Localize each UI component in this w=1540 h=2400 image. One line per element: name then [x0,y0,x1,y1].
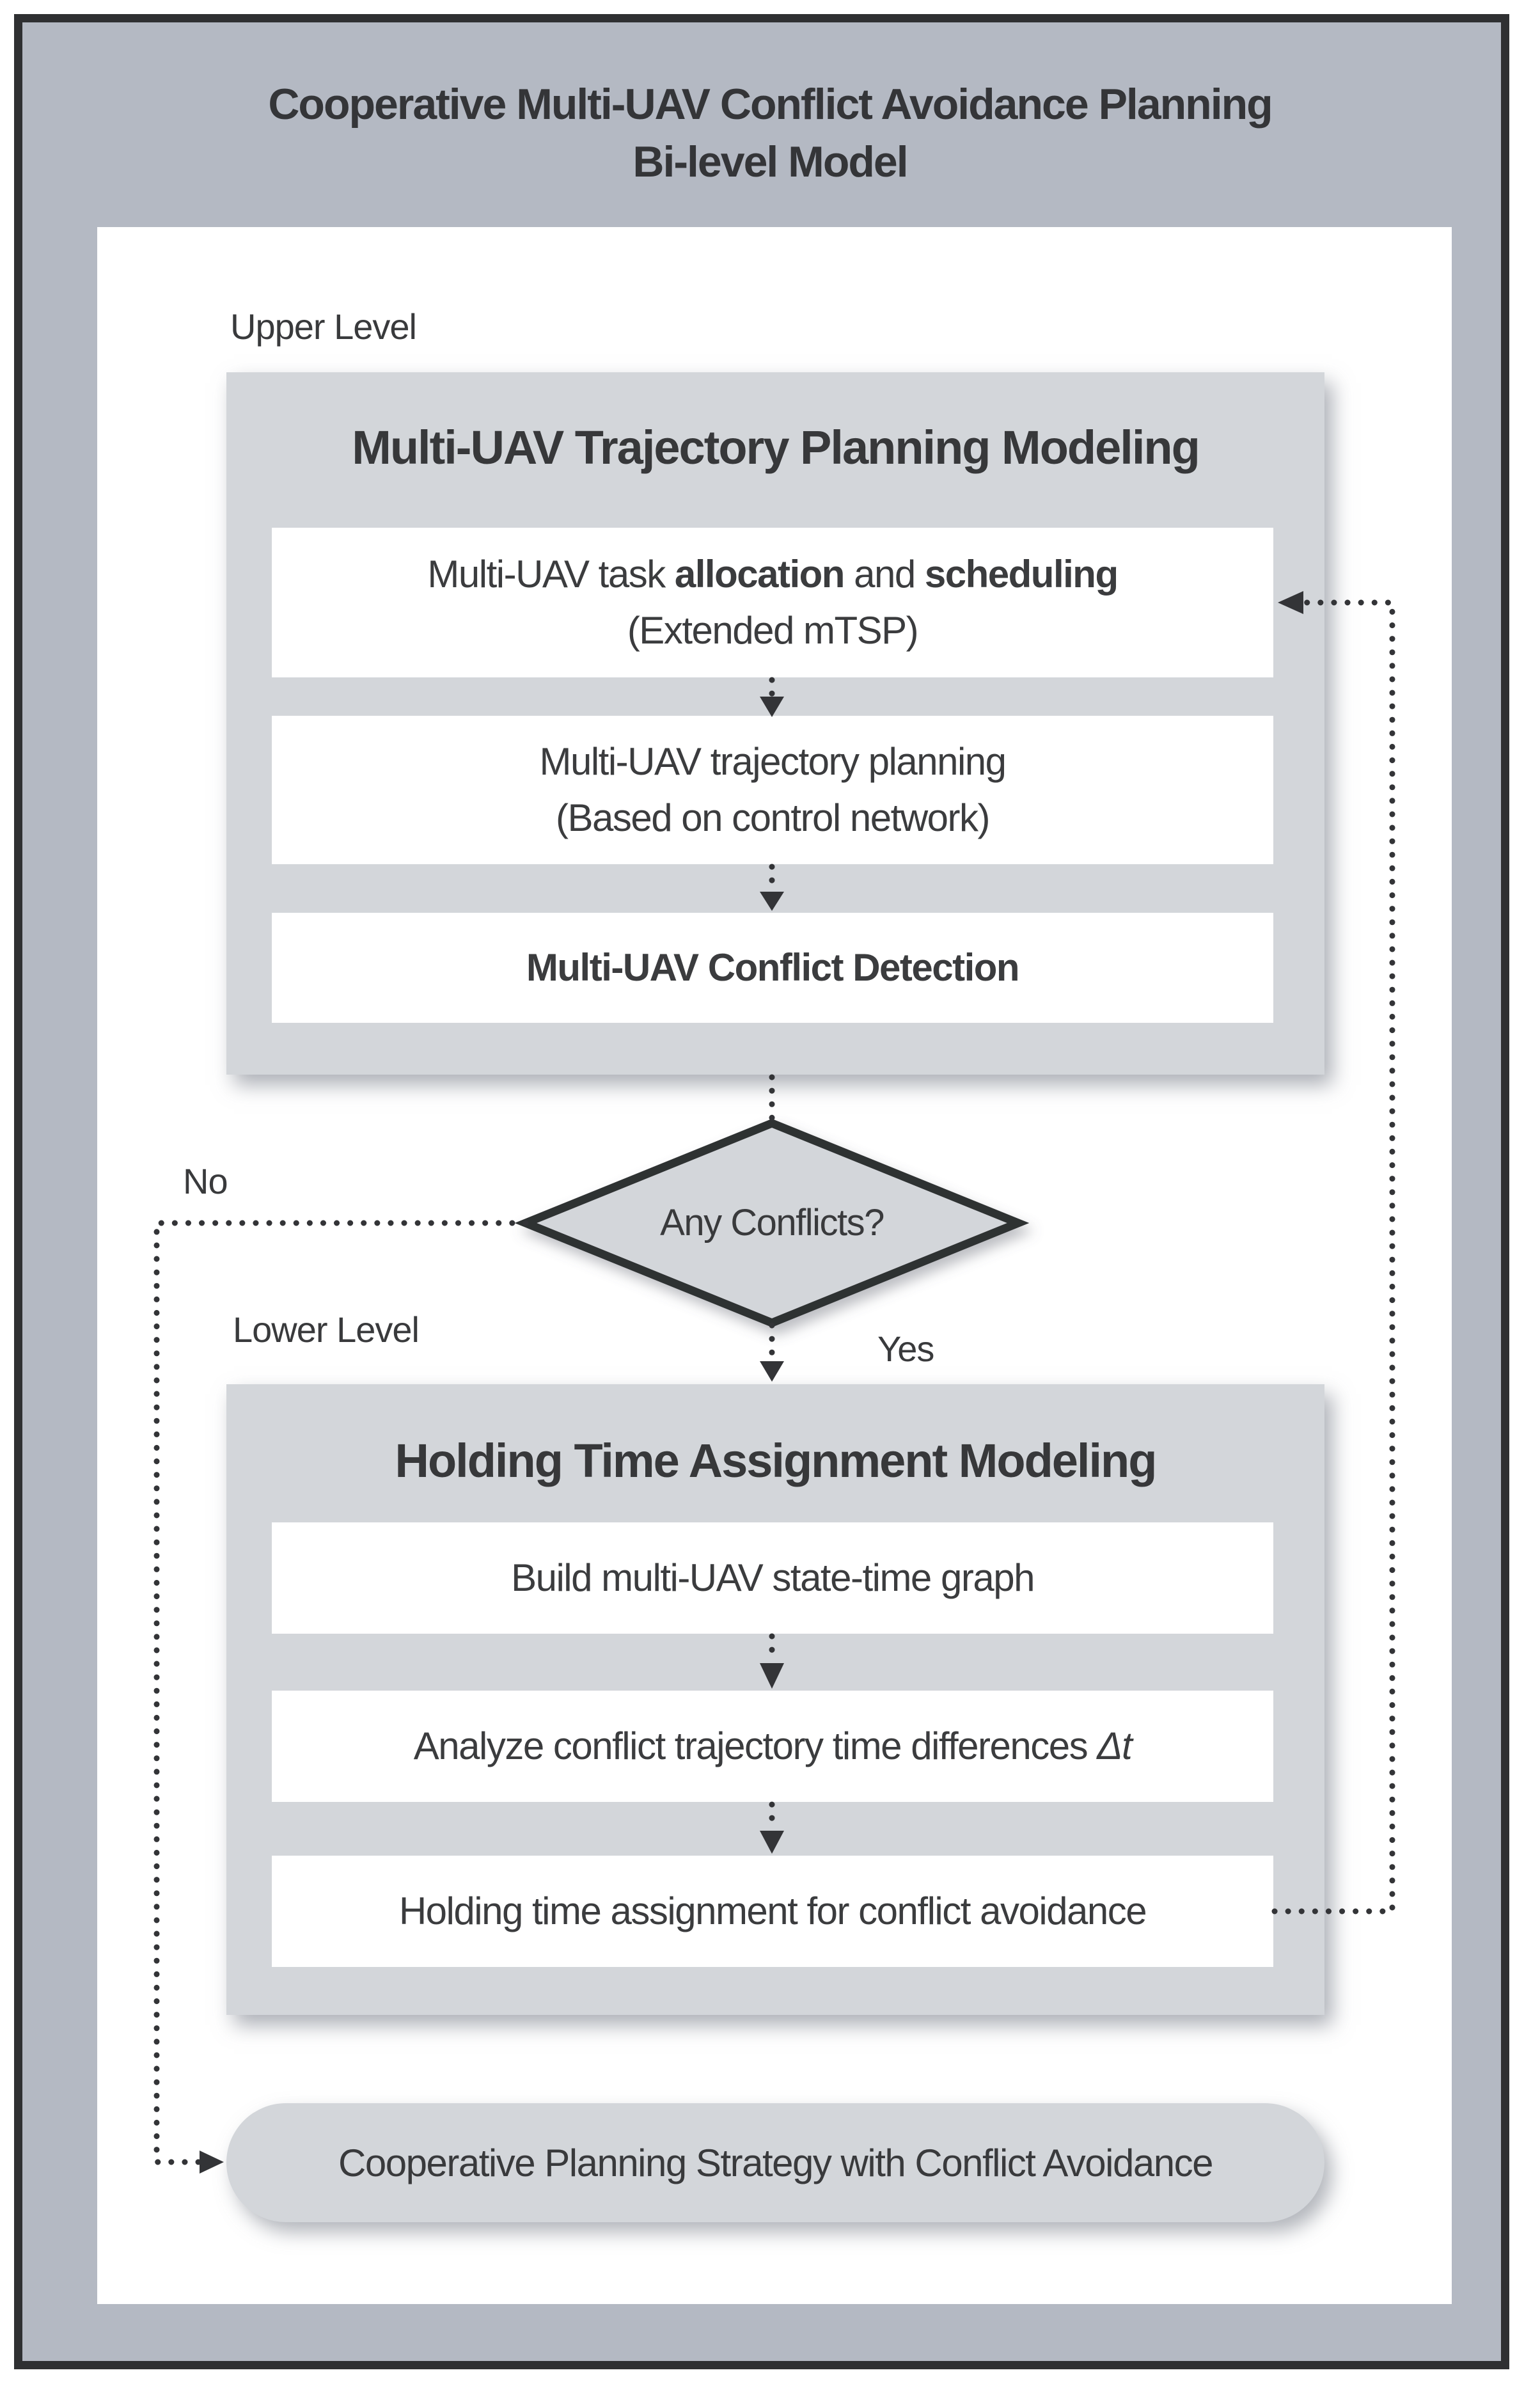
process-box-task-allocation: Multi-UAV task allocation and scheduling… [272,528,1273,677]
decision-question: Any Conflicts? [660,1202,884,1243]
section-label-lower: Lower Level [233,1309,420,1350]
text-segment: Multi-UAV task [427,553,675,596]
process-box-line: Holding time assignment for conflict avo… [398,1890,1147,1932]
text-segment: Analyze conflict trajectory time differe… [413,1725,1097,1767]
arrowhead-down-icon [760,1663,784,1689]
process-box-line: Multi-UAV Conflict Detection [526,946,1020,989]
arrowhead-down-icon [760,1831,784,1854]
no-branch-line [153,1220,529,2165]
branch-label-no: No [183,1161,228,1201]
arrowhead-down-icon [760,1361,784,1382]
result-box: Cooperative Planning Strategy with Confl… [226,2103,1324,2222]
process-box-line: Analyze conflict trajectory time differe… [413,1718,1133,1774]
lower-container-title: Holding Time Assignment Modeling [395,1434,1158,1487]
figure-title: Cooperative Multi-UAV Conflict Avoidance… [0,75,1540,191]
arrowhead-down-icon [760,697,784,717]
arrowhead-left-icon [1278,591,1303,614]
process-box-line: Build multi-UAV state-time graph [511,1556,1035,1599]
process-box-conflict-detection: Multi-UAV Conflict Detection [272,913,1273,1023]
process-box-holding-time-assignment: Holding time assignment for conflict avo… [272,1856,1273,1967]
section-label-upper: Upper Level [230,306,417,347]
process-box-line: Multi-UAV trajectory planning [539,740,1007,783]
arrowhead-right-icon [200,2151,224,2174]
text-segment-bold: allocation [674,553,845,596]
result-box-label: Cooperative Planning Strategy with Confl… [338,2141,1213,2184]
delta-t-symbol: Δt [1097,1725,1132,1767]
process-box-line: Multi-UAV task allocation and scheduling [427,546,1119,603]
text-segment-bold: scheduling [924,553,1119,596]
arrowhead-down-icon [760,892,784,911]
process-box-analyze-time-differences: Analyze conflict trajectory time differe… [272,1691,1273,1802]
branch-label-yes: Yes [877,1329,934,1369]
upper-container-title: Multi-UAV Trajectory Planning Modeling [352,421,1200,474]
process-box-state-time-graph: Build multi-UAV state-time graph [272,1522,1273,1634]
process-box-line: (Based on control network) [555,796,991,839]
figure-title-line2: Bi-level Model [632,138,908,186]
text-segment: and [844,553,925,596]
process-box-line: (Extended mTSP) [627,609,919,652]
process-box-trajectory-planning: Multi-UAV trajectory planning (Based on … [272,716,1273,864]
figure-title-line1: Cooperative Multi-UAV Conflict Avoidance… [268,80,1273,129]
feedback-loop-line [1271,599,1395,1914]
